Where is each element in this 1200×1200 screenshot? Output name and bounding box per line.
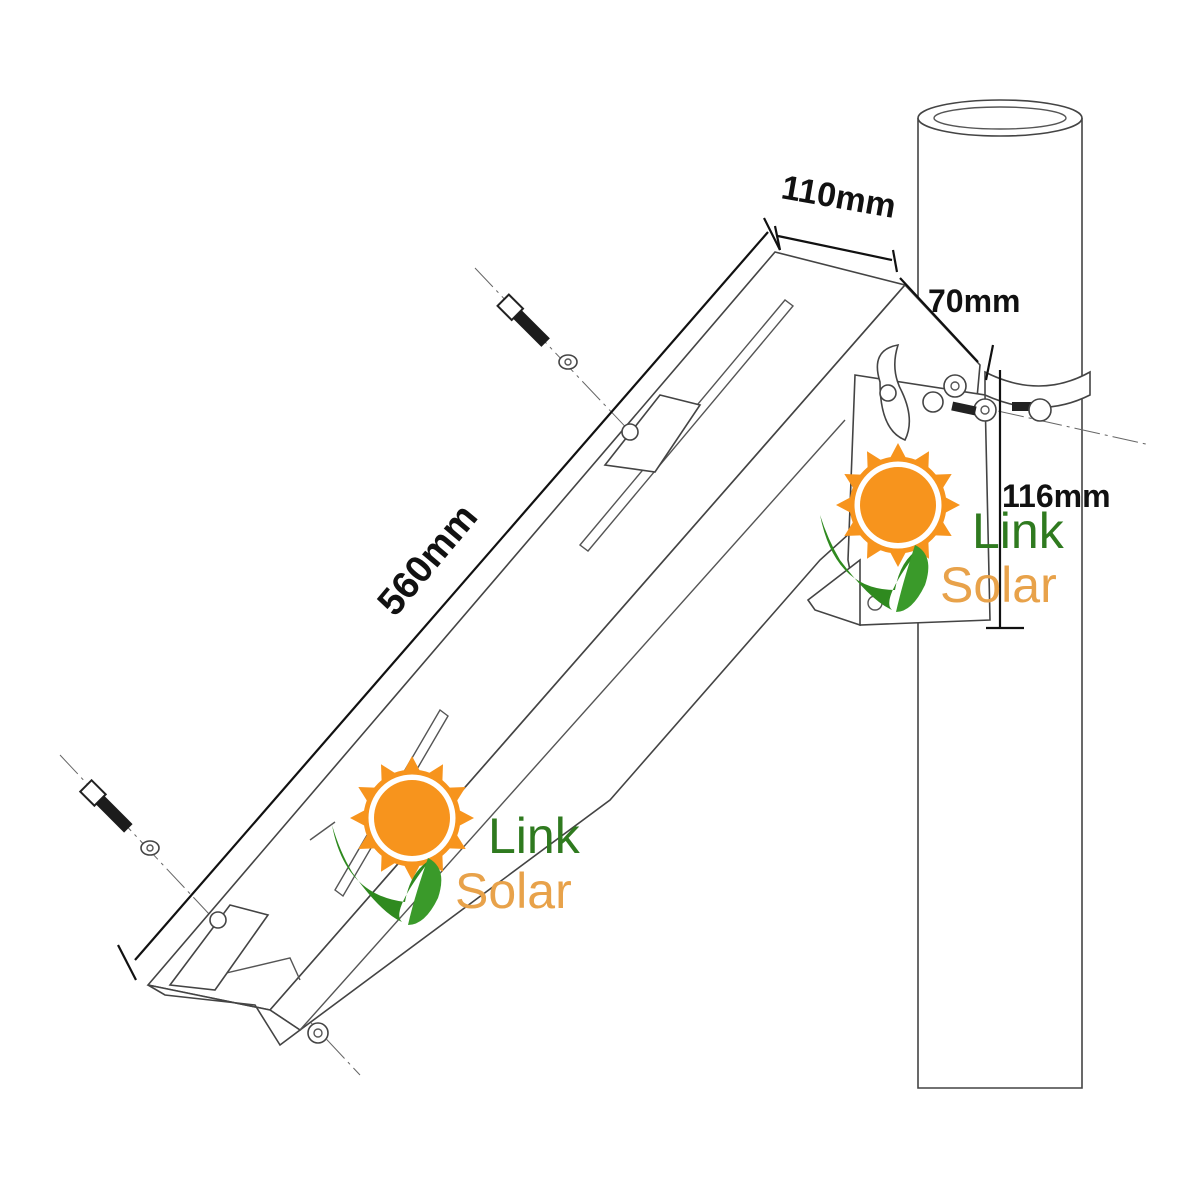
bolt-upper — [496, 293, 550, 347]
washer-upper — [558, 354, 578, 370]
brand-logo-upper: Link Solar — [820, 443, 1065, 613]
logo-word-link: Link — [488, 808, 581, 864]
clamp-height-label: 116mm — [1002, 478, 1111, 514]
length-label: 560mm — [370, 496, 486, 623]
mounting-clip-upper — [603, 394, 702, 473]
clamp-washers — [922, 374, 997, 422]
clamp-bolt — [951, 398, 1052, 422]
top-width-label: 110mm — [779, 168, 899, 225]
bolt-lower — [78, 778, 133, 833]
bracket-arm — [146, 251, 981, 1047]
dimension-clamp-height: 116mm — [986, 370, 1111, 630]
sun-icon — [350, 756, 474, 880]
side-depth-label: 70mm — [928, 283, 1021, 319]
brand-logo-lower: Link Solar — [332, 756, 581, 925]
wing-nut — [876, 343, 911, 442]
logo-word-solar: Solar — [455, 863, 572, 919]
logo-word-link: Link — [972, 503, 1065, 559]
sun-icon — [836, 443, 960, 567]
leaf-icon — [820, 515, 929, 612]
logo-word-solar: Solar — [940, 557, 1057, 613]
leaf-icon — [332, 825, 442, 925]
mounting-clip-lower — [168, 904, 329, 1044]
dimension-side-depth: 70mm — [899, 277, 1021, 381]
washer-lower — [140, 840, 160, 856]
